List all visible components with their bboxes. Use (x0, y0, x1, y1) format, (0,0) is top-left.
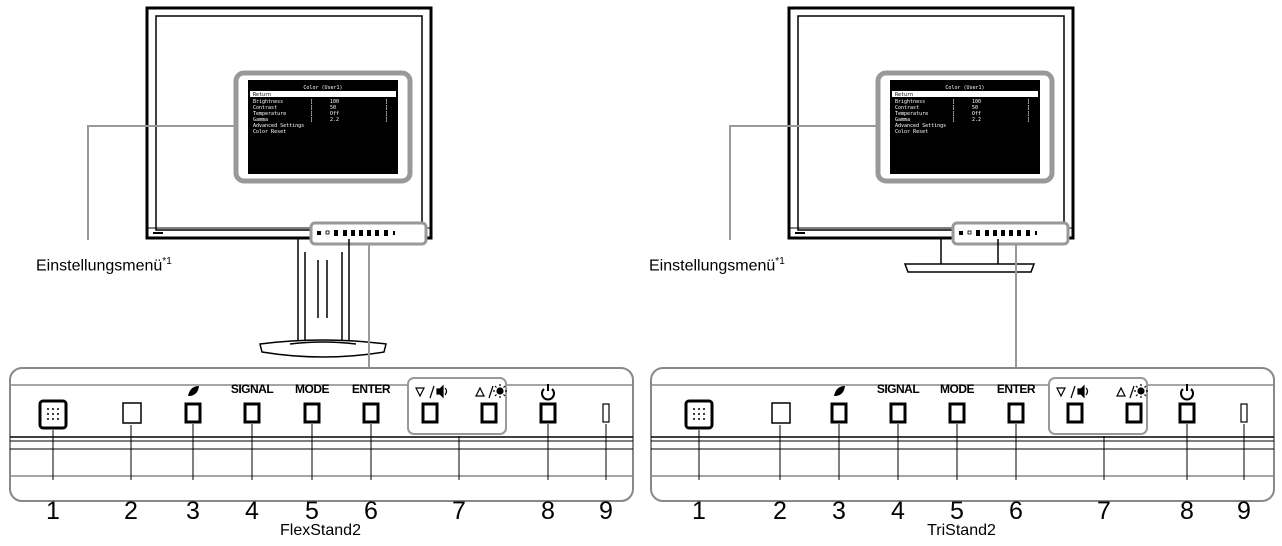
number-5: 5 (950, 497, 964, 525)
osd-item-3: Temperature (253, 111, 286, 117)
power-icon (541, 384, 555, 401)
osd-item-6: Color Reset (253, 129, 286, 135)
osd-text-group: Color (User1) Return Brightness Contrast… (250, 85, 396, 135)
osd-value-3: Off (330, 111, 339, 117)
svg-text:]: ] (1027, 117, 1030, 123)
svg-text:]: ] (1027, 111, 1030, 117)
osd-value-2: 50 (330, 105, 336, 111)
osd-item-1: Brightness (253, 99, 283, 105)
menu-label: Einstellungsmenü*1 (649, 256, 785, 275)
label-mode: MODE (295, 382, 330, 396)
svg-text:[: [ (952, 117, 955, 123)
number-9: 9 (599, 497, 613, 525)
svg-text:[: [ (952, 99, 955, 105)
svg-text:]: ] (385, 111, 388, 117)
mini-buttons (959, 230, 1037, 236)
svg-text:[: [ (310, 99, 313, 105)
number-6: 6 (364, 497, 378, 525)
up-brightness-icon (475, 384, 507, 399)
number-2: 2 (773, 497, 787, 525)
sensor-dots (693, 408, 705, 420)
osd-value-1: 100 (972, 99, 981, 105)
caption-flexstand: FlexStand2 (280, 522, 361, 539)
osd-item-6: Color Reset (895, 129, 928, 135)
menu-leader-line (729, 125, 878, 240)
number-8: 8 (541, 497, 555, 525)
number-3: 3 (832, 497, 846, 525)
osd-title: Color (User1) (945, 85, 984, 91)
osd-item-2: Contrast (253, 105, 277, 111)
osd-value-3: Off (972, 111, 981, 117)
monitor-diagram-tristand: Color (User1) Return Brightness Contrast… (650, 6, 1275, 502)
osd-item-4: Gamma (895, 117, 910, 123)
number-5: 5 (305, 497, 319, 525)
eco-leaf-icon (834, 386, 845, 396)
up-brightness-icon (1116, 384, 1148, 399)
eco-leaf-icon (188, 386, 199, 396)
osd-title: Color (User1) (303, 85, 342, 91)
blank-button-icon (122, 402, 142, 424)
panel-flexstand: Color (User1) Return Brightness Contrast… (9, 6, 634, 539)
label-signal: SIGNAL (876, 382, 920, 396)
number-1: 1 (692, 497, 706, 525)
caption-tristand: TriStand2 (927, 522, 996, 539)
number-2: 2 (124, 497, 138, 525)
number-1: 1 (46, 497, 60, 525)
osd-value-4: 2.2 (330, 117, 339, 123)
osd-item-0: Return (253, 92, 271, 98)
osd-item-0: Return (895, 92, 913, 98)
label-enter: ENTER (351, 382, 391, 396)
osd-item-5: Advanced Settings (895, 123, 946, 129)
osd-value-4: 2.2 (972, 117, 981, 123)
flexstand-stand (259, 239, 387, 358)
svg-text:[: [ (310, 105, 313, 111)
mini-buttons (317, 230, 395, 236)
number-7: 7 (452, 497, 466, 525)
blank-button-icon (771, 402, 791, 424)
label-mode: MODE (940, 382, 975, 396)
power-led-icon (1240, 403, 1248, 423)
svg-text:]: ] (1027, 105, 1030, 111)
osd-item-5: Advanced Settings (253, 123, 304, 129)
osd-item-2: Contrast (895, 105, 919, 111)
osd-value-1: 100 (330, 99, 339, 105)
svg-text:]: ] (1027, 99, 1030, 105)
label-signal: SIGNAL (230, 382, 274, 396)
svg-text:]: ] (385, 117, 388, 123)
osd-text-group: Color (User1) Return Brightness Contrast… (892, 85, 1038, 135)
menu-label: Einstellungsmenü*1 (36, 256, 172, 275)
label-enter: ENTER (996, 382, 1036, 396)
menu-leader-line (87, 125, 236, 240)
number-7: 7 (1097, 497, 1111, 525)
number-4: 4 (245, 497, 259, 525)
pointer-lines (52, 424, 607, 480)
svg-text:[: [ (310, 111, 313, 117)
number-9: 9 (1237, 497, 1251, 525)
power-led-icon (602, 403, 610, 423)
control-buttons (830, 402, 1196, 424)
down-volume-icon (1056, 384, 1089, 399)
svg-text:[: [ (952, 105, 955, 111)
osd-value-2: 50 (972, 105, 978, 111)
number-8: 8 (1180, 497, 1194, 525)
tristand-stand (903, 239, 1036, 273)
svg-text:]: ] (385, 105, 388, 111)
monitor-diagram-flexstand: Color (User1) Return Brightness Contrast… (9, 6, 634, 502)
number-3: 3 (186, 497, 200, 525)
power-icon (1180, 384, 1194, 401)
down-volume-icon (415, 384, 448, 399)
svg-text:[: [ (952, 111, 955, 117)
control-buttons (184, 402, 557, 424)
sensor-dots (47, 408, 59, 420)
svg-text:[: [ (310, 117, 313, 123)
panel-tristand: Color (User1) Return Brightness Contrast… (641, 0, 1282, 546)
svg-text:]: ] (385, 99, 388, 105)
number-6: 6 (1009, 497, 1023, 525)
osd-item-1: Brightness (895, 99, 925, 105)
pointer-lines (698, 424, 1245, 480)
osd-item-3: Temperature (895, 111, 928, 117)
osd-item-4: Gamma (253, 117, 268, 123)
number-4: 4 (891, 497, 905, 525)
